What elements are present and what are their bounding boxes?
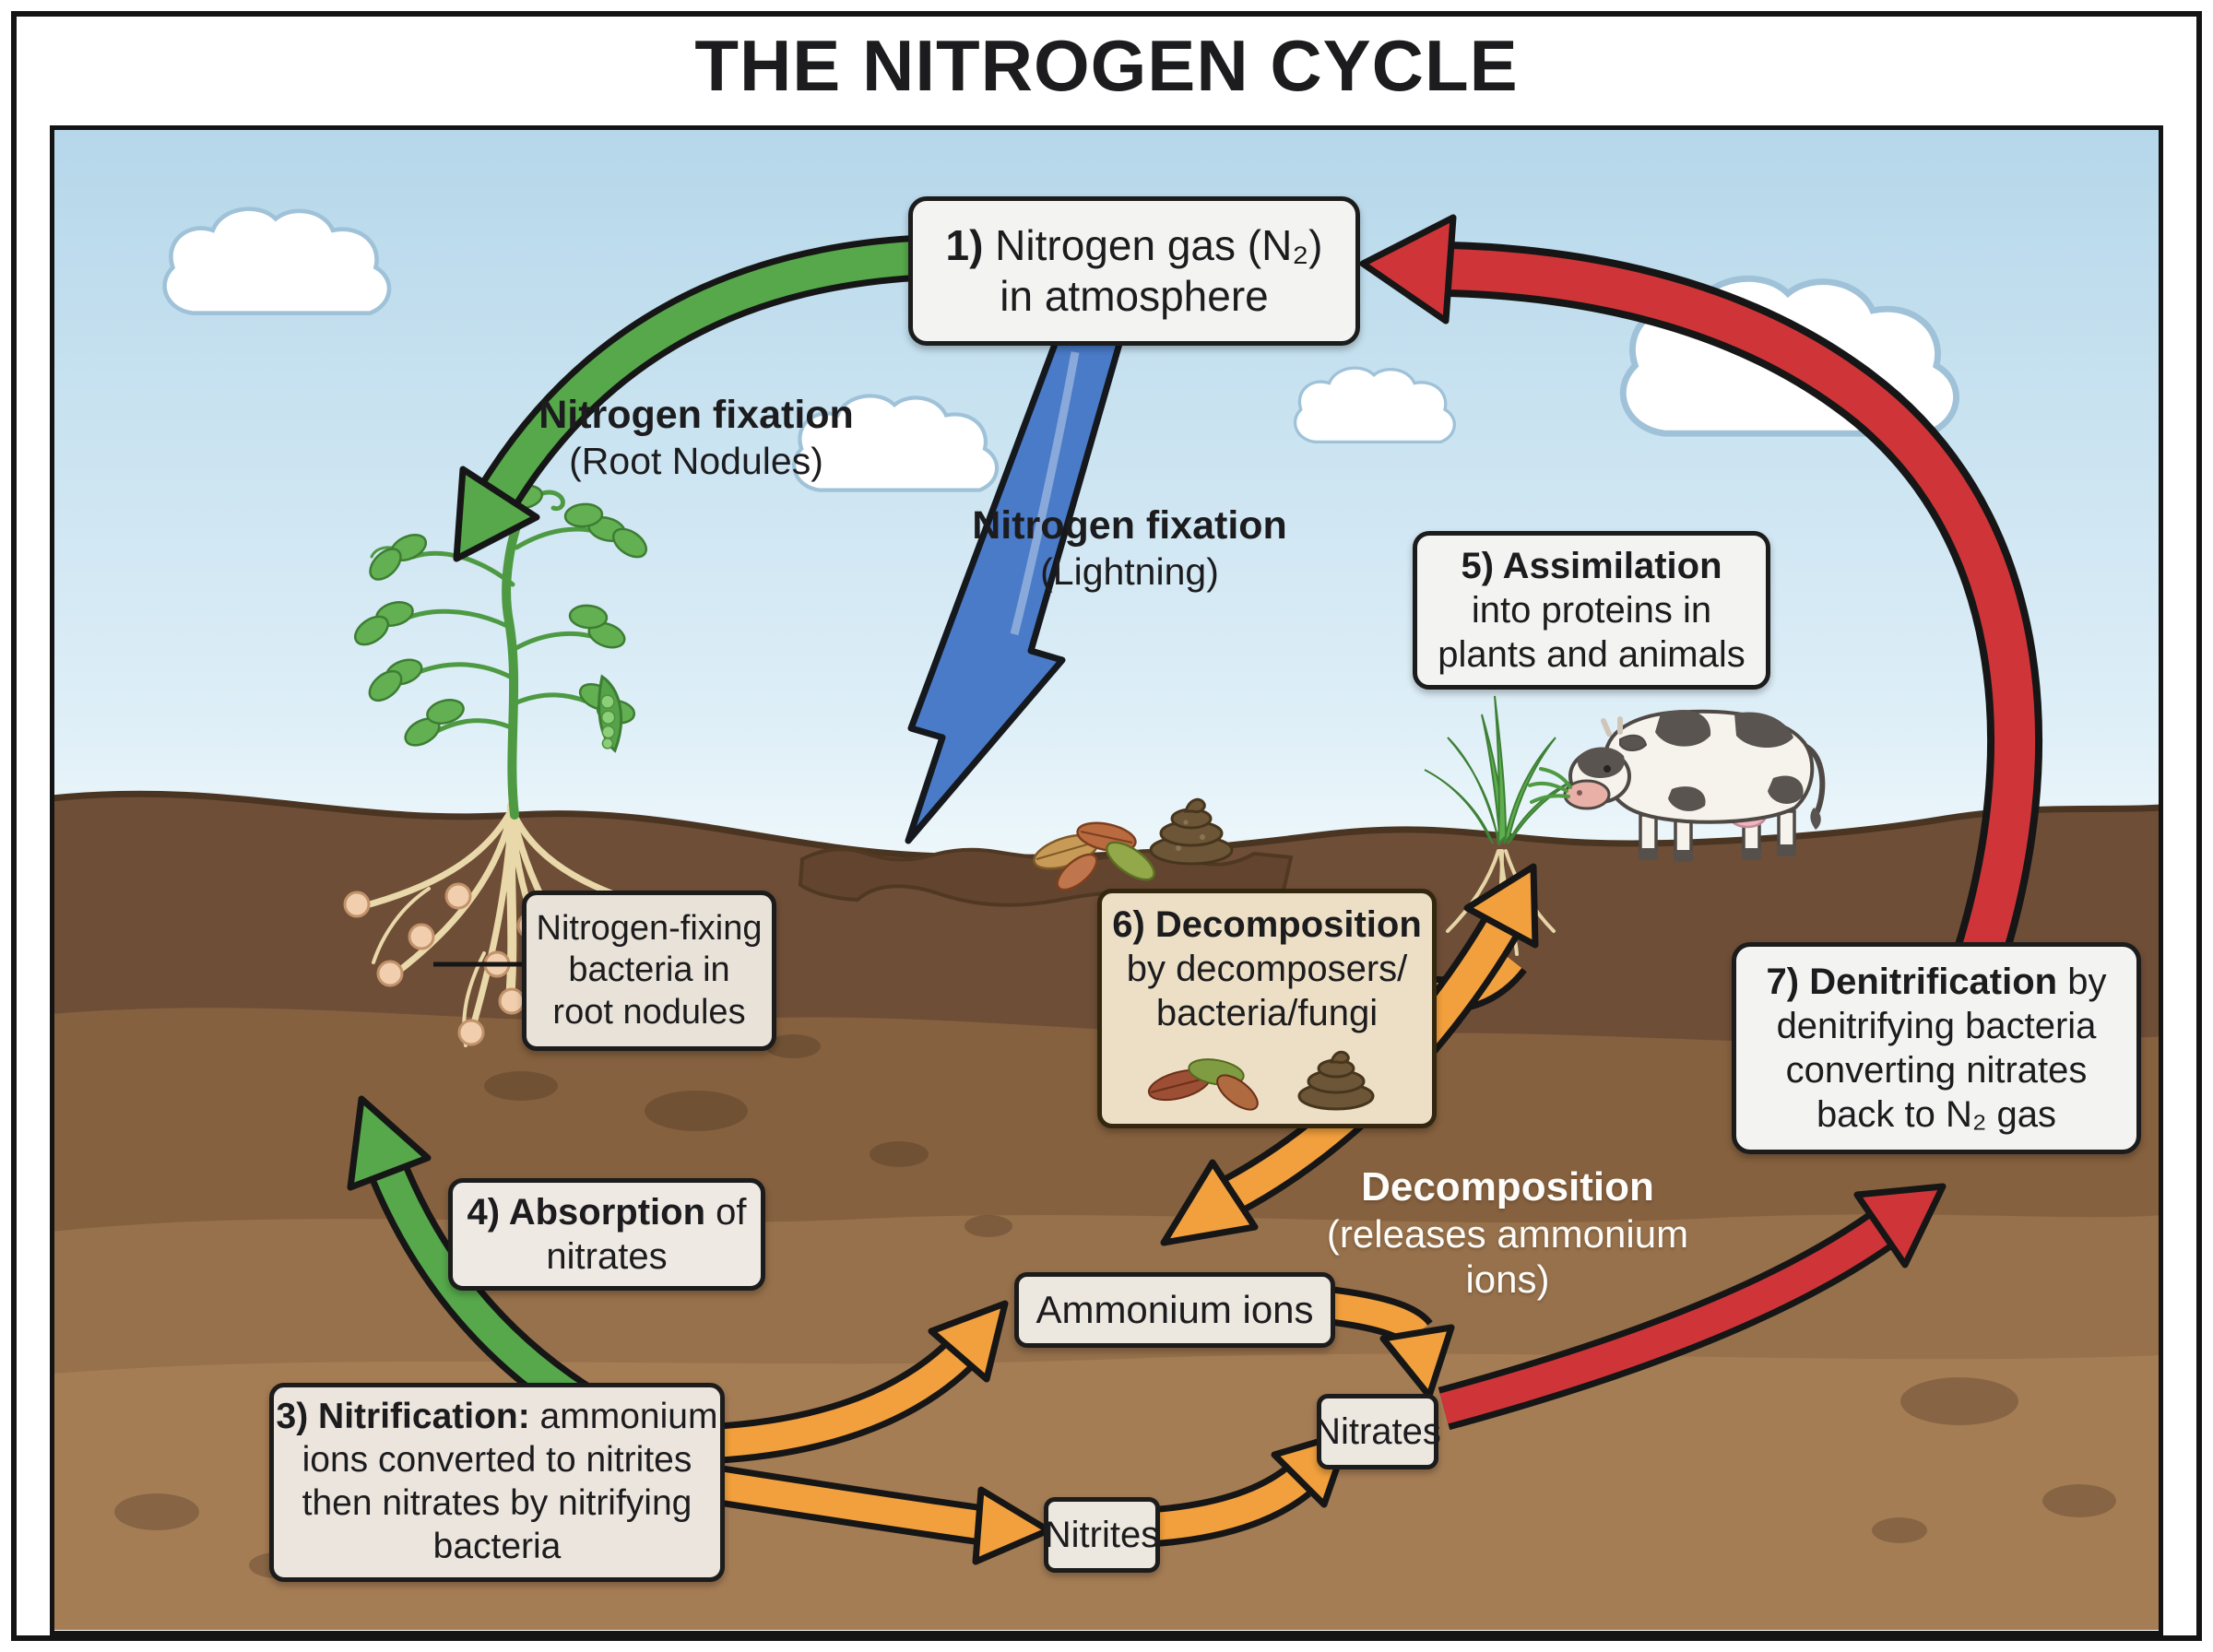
leaf-litter-icon [1147, 1058, 1259, 1111]
grass [1424, 695, 1578, 956]
fixation-lightning-label: Nitrogen fixation (Lightning) [972, 503, 1287, 593]
arrow-nitrification-to-nitrites [708, 1464, 1052, 1565]
denitrification-box: 7) Denitrification by denitrifying bacte… [1732, 942, 2141, 1154]
nitrites-box: Nitrites [1044, 1497, 1160, 1573]
ammonium-ions-box: Ammonium ions [1014, 1272, 1335, 1348]
assimilation-box: 5) Assimilation into proteins in plants … [1413, 531, 1770, 690]
arrow-denitrification-to-atmosphere [1359, 214, 2043, 986]
pea-pod [598, 674, 623, 753]
decomposition-box: 6) Decomposition by decomposers/ bacteri… [1097, 889, 1437, 1128]
arrow-nitrogen-fixation-root [453, 235, 917, 562]
nitrates-box: Nitrates [1314, 1394, 1441, 1469]
cow [1528, 709, 1826, 862]
n2-box: 1) Nitrogen gas (N₂) in atmosphere [908, 196, 1360, 346]
dung-icon [1297, 1050, 1375, 1111]
nitrification-box: 3) Nitrification: ammonium ions converte… [269, 1383, 725, 1582]
page-title: THE NITROGEN CYCLE [694, 25, 1519, 106]
dung [1149, 797, 1234, 866]
lightning-bolt-arrow [905, 321, 1125, 844]
fixation-root-label: Nitrogen fixation (Root Nodules) [538, 393, 854, 482]
arrow-nitrates-to-denitrification [1438, 1183, 1947, 1431]
decomposition-release-label: Decomposition (releases ammonium ions) [1326, 1164, 1689, 1302]
pea-plant [353, 484, 648, 820]
grass-in-mouth [1528, 767, 1572, 804]
arrow-nitrification-to-ammonium [710, 1300, 1009, 1464]
absorption-box: 4) Absorption of nitrates [448, 1178, 765, 1291]
decomposition-icons [1147, 1050, 1375, 1111]
bacteria-box: Nitrogen-fixing bacteria in root nodules [522, 891, 776, 1051]
arrow-ammonium-to-nitrates [1325, 1286, 1455, 1399]
leaf-litter [1033, 821, 1155, 891]
